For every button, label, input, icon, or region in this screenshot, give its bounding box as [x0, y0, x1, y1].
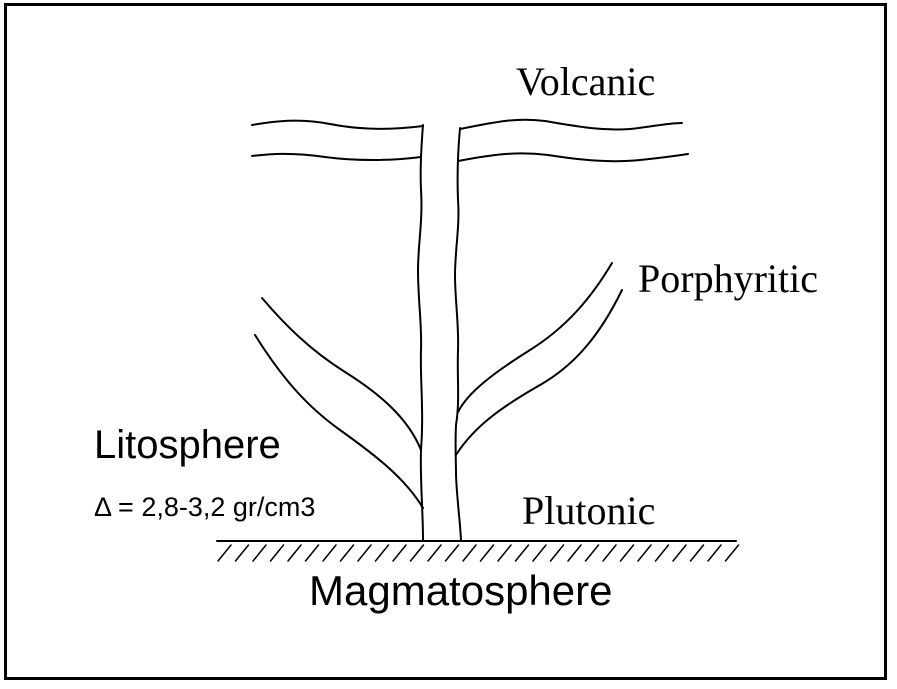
hatch-mark: [428, 545, 441, 561]
hatch-mark: [691, 545, 704, 561]
hatch-mark: [306, 545, 319, 561]
hatch-mark: [393, 545, 406, 561]
volcanic-lower-line-left: [252, 154, 421, 160]
hatch-mark: [446, 545, 459, 561]
hatch-mark: [708, 545, 721, 561]
hatch-mark: [481, 545, 494, 561]
volcanic-upper-line-right: [460, 120, 682, 130]
hatch-mark: [673, 545, 686, 561]
hatch-mark: [218, 545, 231, 561]
hatch-mark: [271, 545, 284, 561]
right-branch-lower-wall: [456, 290, 622, 455]
conduit-right-wall: [455, 128, 461, 540]
hatch-mark: [603, 545, 616, 561]
hatch-mark: [411, 545, 424, 561]
hatch-mark: [463, 545, 476, 561]
left-branch-lower-wall: [255, 335, 423, 508]
hatch-mark: [236, 545, 249, 561]
hatch-mark: [358, 545, 371, 561]
hatch-mark: [638, 545, 651, 561]
hatch-mark: [253, 545, 266, 561]
left-branch-upper-wall: [262, 298, 421, 450]
conduit-left-wall: [418, 125, 423, 540]
right-branch-upper-wall: [458, 263, 612, 412]
hatch-mark: [568, 545, 581, 561]
litosphere-label: Litosphere: [94, 423, 281, 468]
volcanic-label: Volcanic: [516, 58, 655, 105]
ground-hatching: [218, 545, 739, 561]
porphyritic-label: Porphyritic: [638, 255, 818, 302]
hatch-mark: [341, 545, 354, 561]
hatch-mark: [323, 545, 336, 561]
magmatosphere-label: Magmatosphere: [309, 567, 613, 615]
density-label: Δ = 2,8-3,2 gr/cm3: [94, 492, 315, 523]
hatch-mark: [288, 545, 301, 561]
hatch-mark: [551, 545, 564, 561]
hatch-mark: [726, 545, 739, 561]
hatch-mark: [656, 545, 669, 561]
hatch-mark: [516, 545, 529, 561]
hatch-mark: [376, 545, 389, 561]
plutonic-label: Plutonic: [522, 487, 655, 534]
volcanic-lower-line-right: [458, 153, 688, 161]
hatch-mark: [498, 545, 511, 561]
hatch-mark: [533, 545, 546, 561]
hatch-mark: [621, 545, 634, 561]
volcanic-upper-line-left: [252, 121, 423, 129]
hatch-mark: [586, 545, 599, 561]
